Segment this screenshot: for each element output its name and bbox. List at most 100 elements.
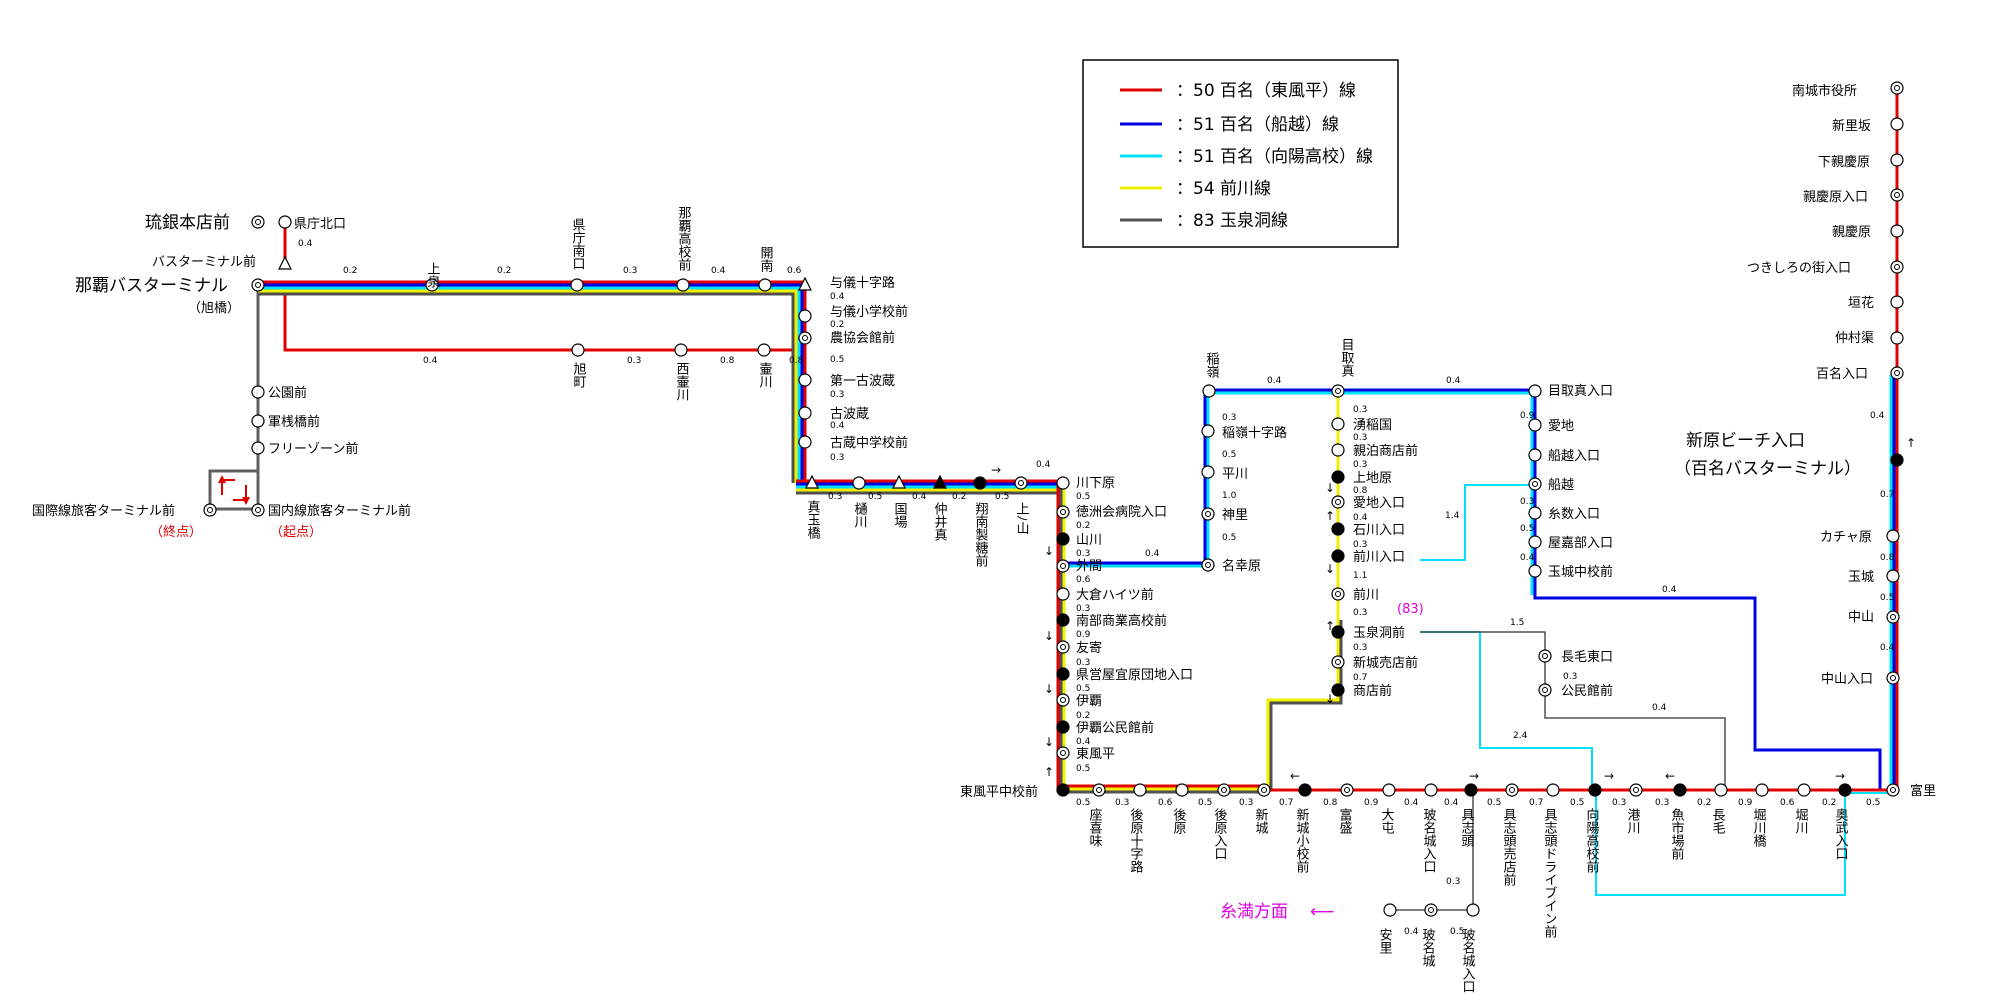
stop-nakayama: 中山 bbox=[1848, 610, 1874, 625]
distance-label: 0.4 bbox=[830, 421, 845, 431]
stop-aichi: 愛地 bbox=[1548, 419, 1574, 434]
distance-label: 0.4 bbox=[1652, 703, 1667, 713]
distance-label: 0.3 bbox=[1353, 540, 1367, 550]
stop-kenchokitaguchi: 県庁北口 bbox=[294, 217, 346, 232]
minor-stop-icon bbox=[1202, 384, 1216, 398]
stop-nakayama-iriguchi: 中山入口 bbox=[1821, 672, 1873, 687]
route-lines bbox=[208, 88, 1899, 911]
minor-stop-icon bbox=[251, 414, 265, 428]
stop-gunsanbashi: 軍桟橋前 bbox=[268, 414, 320, 430]
one-way-stop-icon bbox=[1056, 532, 1070, 546]
stop-gushichan-baiten: 具志頭売店前 bbox=[1501, 808, 1517, 886]
legend-label-50: ：50 百名（東風平）線 bbox=[1176, 81, 1356, 101]
label-kiten: （起点） bbox=[270, 525, 322, 540]
major-stop-icon bbox=[1056, 640, 1070, 654]
distance-label: 0.4 bbox=[1880, 643, 1895, 653]
distance-label: 0.3 bbox=[623, 266, 637, 276]
direction-arrow-icon: ↓ bbox=[1325, 481, 1335, 495]
airport-loop bbox=[208, 469, 260, 511]
stop-kainan: 開南 bbox=[758, 246, 774, 272]
legend-label-51-koyo: ：51 百名（向陽高校）線 bbox=[1176, 147, 1373, 167]
distance-label: 0.4 bbox=[1870, 411, 1885, 421]
distance-label: 0.2 bbox=[343, 266, 357, 276]
major-stop-icon bbox=[1331, 587, 1345, 601]
stop-yogi-shogakko: 与儀小学校前 bbox=[830, 304, 908, 320]
minor-stop-icon bbox=[1528, 564, 1542, 578]
stop-gushichan-drivein: 具志頭ドライブイン前 bbox=[1542, 808, 1558, 938]
stop-nanbu-shogyo: 南部商業高校前 bbox=[1076, 613, 1167, 629]
minor-stop-icon bbox=[852, 476, 866, 490]
stop-nanjo-shiyakusho: 南城市役所 bbox=[1792, 83, 1857, 99]
triangle-stop-icon bbox=[805, 474, 819, 489]
stop-funakoshi-iriguchi: 船越入口 bbox=[1548, 449, 1600, 464]
minor-stop-icon bbox=[1797, 783, 1811, 797]
route-54-maekawa bbox=[1266, 392, 1340, 790]
minor-stop-icon bbox=[1528, 448, 1542, 462]
distance-label: 0.3 bbox=[1222, 413, 1236, 423]
minor-stop-icon bbox=[674, 343, 688, 357]
distance-label: 0.2 bbox=[497, 266, 511, 276]
minor-stop-icon bbox=[1755, 783, 1769, 797]
stop-okutake-iriguchi: 奥武入口 bbox=[1833, 808, 1849, 860]
stop-tamagusuku-chukou: 玉城中校前 bbox=[1548, 564, 1613, 580]
one-way-stop-icon bbox=[1056, 613, 1070, 627]
distance-label: 0.5 bbox=[1450, 927, 1464, 937]
stop-tsukishiro: つきしろの街入口 bbox=[1747, 261, 1851, 276]
distance-label: 0.4 bbox=[1267, 376, 1282, 386]
distance-label: 0.5 bbox=[1866, 798, 1880, 808]
major-stop-icon bbox=[1201, 558, 1215, 572]
major-stop-icon bbox=[1217, 783, 1231, 797]
itoman-arrow-icon: ⟵ bbox=[1310, 902, 1334, 922]
stop-shinjo-shoko: 新城小校前 bbox=[1294, 807, 1310, 873]
stop-kakinohana: 垣花 bbox=[1848, 295, 1874, 311]
minor-stop-icon bbox=[757, 343, 771, 357]
stop-iha: 伊覇 bbox=[1076, 694, 1102, 709]
major-stop-icon bbox=[1092, 783, 1106, 797]
distance-label: 0.7 bbox=[1279, 798, 1293, 808]
stop-hyakuna-bt: （百名バスターミナル） bbox=[1674, 459, 1861, 479]
stop-horikawabashi: 堀川橋 bbox=[1751, 808, 1767, 848]
distance-label: 0.3 bbox=[1353, 433, 1367, 443]
stop-kohagura-chugakko: 古蔵中学校前 bbox=[830, 435, 908, 451]
stop-nakamurakari: 仲村渠 bbox=[1835, 331, 1874, 346]
distance-label: 0.9 bbox=[1076, 630, 1091, 640]
route-51-koyo-link bbox=[1420, 484, 1535, 561]
stop-shinjo-baiten: 新城売店前 bbox=[1353, 655, 1418, 671]
legend-label-54: ：54 前川線 bbox=[1176, 179, 1271, 199]
stop-shoten: 商店前 bbox=[1353, 683, 1392, 699]
stops bbox=[203, 81, 1904, 917]
stop-maekawa-iriguchi: 前川入口 bbox=[1353, 549, 1405, 565]
minor-stop-icon bbox=[798, 309, 812, 323]
stop-zakimi: 座喜味 bbox=[1087, 808, 1103, 847]
stop-tamagusuku-iriguchi: 玻名城入口 bbox=[1421, 808, 1437, 873]
stop-gushichan: 具志頭 bbox=[1459, 808, 1475, 847]
stop-shinjo: 新城 bbox=[1253, 807, 1269, 835]
minor-stop-icon bbox=[1890, 153, 1904, 167]
stop-medoruma: 目取真 bbox=[1339, 338, 1355, 377]
distance-label: 0.8 bbox=[789, 356, 804, 366]
stop-oyadomari: 親泊商店前 bbox=[1353, 443, 1418, 459]
distance-label: 0.5 bbox=[1222, 450, 1236, 460]
major-stop-icon bbox=[251, 215, 265, 229]
direction-arrow-icon: → bbox=[1835, 769, 1845, 783]
stop-tokushukai: 徳洲会病院入口 bbox=[1076, 505, 1167, 520]
one-way-stop-icon bbox=[1298, 783, 1312, 797]
stop-kouminkan: 公民館前 bbox=[1561, 683, 1613, 699]
major-stop-icon bbox=[203, 503, 217, 517]
triangle-stop-icon bbox=[933, 474, 947, 489]
direction-arrow-icon: ↑ bbox=[1044, 765, 1054, 779]
stop-shinbaru-beach: 新原ビーチ入口 bbox=[1686, 431, 1805, 451]
stop-asahimachi: 旭町 bbox=[571, 362, 587, 388]
stop-busterminal-mae: バスターミナル前 bbox=[152, 254, 256, 270]
minor-stop-icon bbox=[1201, 424, 1215, 438]
distance-label: 0.3 bbox=[1655, 798, 1669, 808]
stop-medoruma-iriguchi: 目取真入口 bbox=[1548, 384, 1613, 399]
route-83-nagake bbox=[1420, 631, 1726, 790]
direction-arrow-icon: ← bbox=[1665, 769, 1675, 783]
minor-stop-icon bbox=[676, 278, 690, 292]
minor-stop-icon bbox=[251, 385, 265, 399]
stop-minatogawa: 港川 bbox=[1625, 808, 1641, 834]
minor-stop-icon bbox=[425, 278, 439, 292]
stop-itokazu-iriguchi: 糸数入口 bbox=[1548, 507, 1600, 522]
